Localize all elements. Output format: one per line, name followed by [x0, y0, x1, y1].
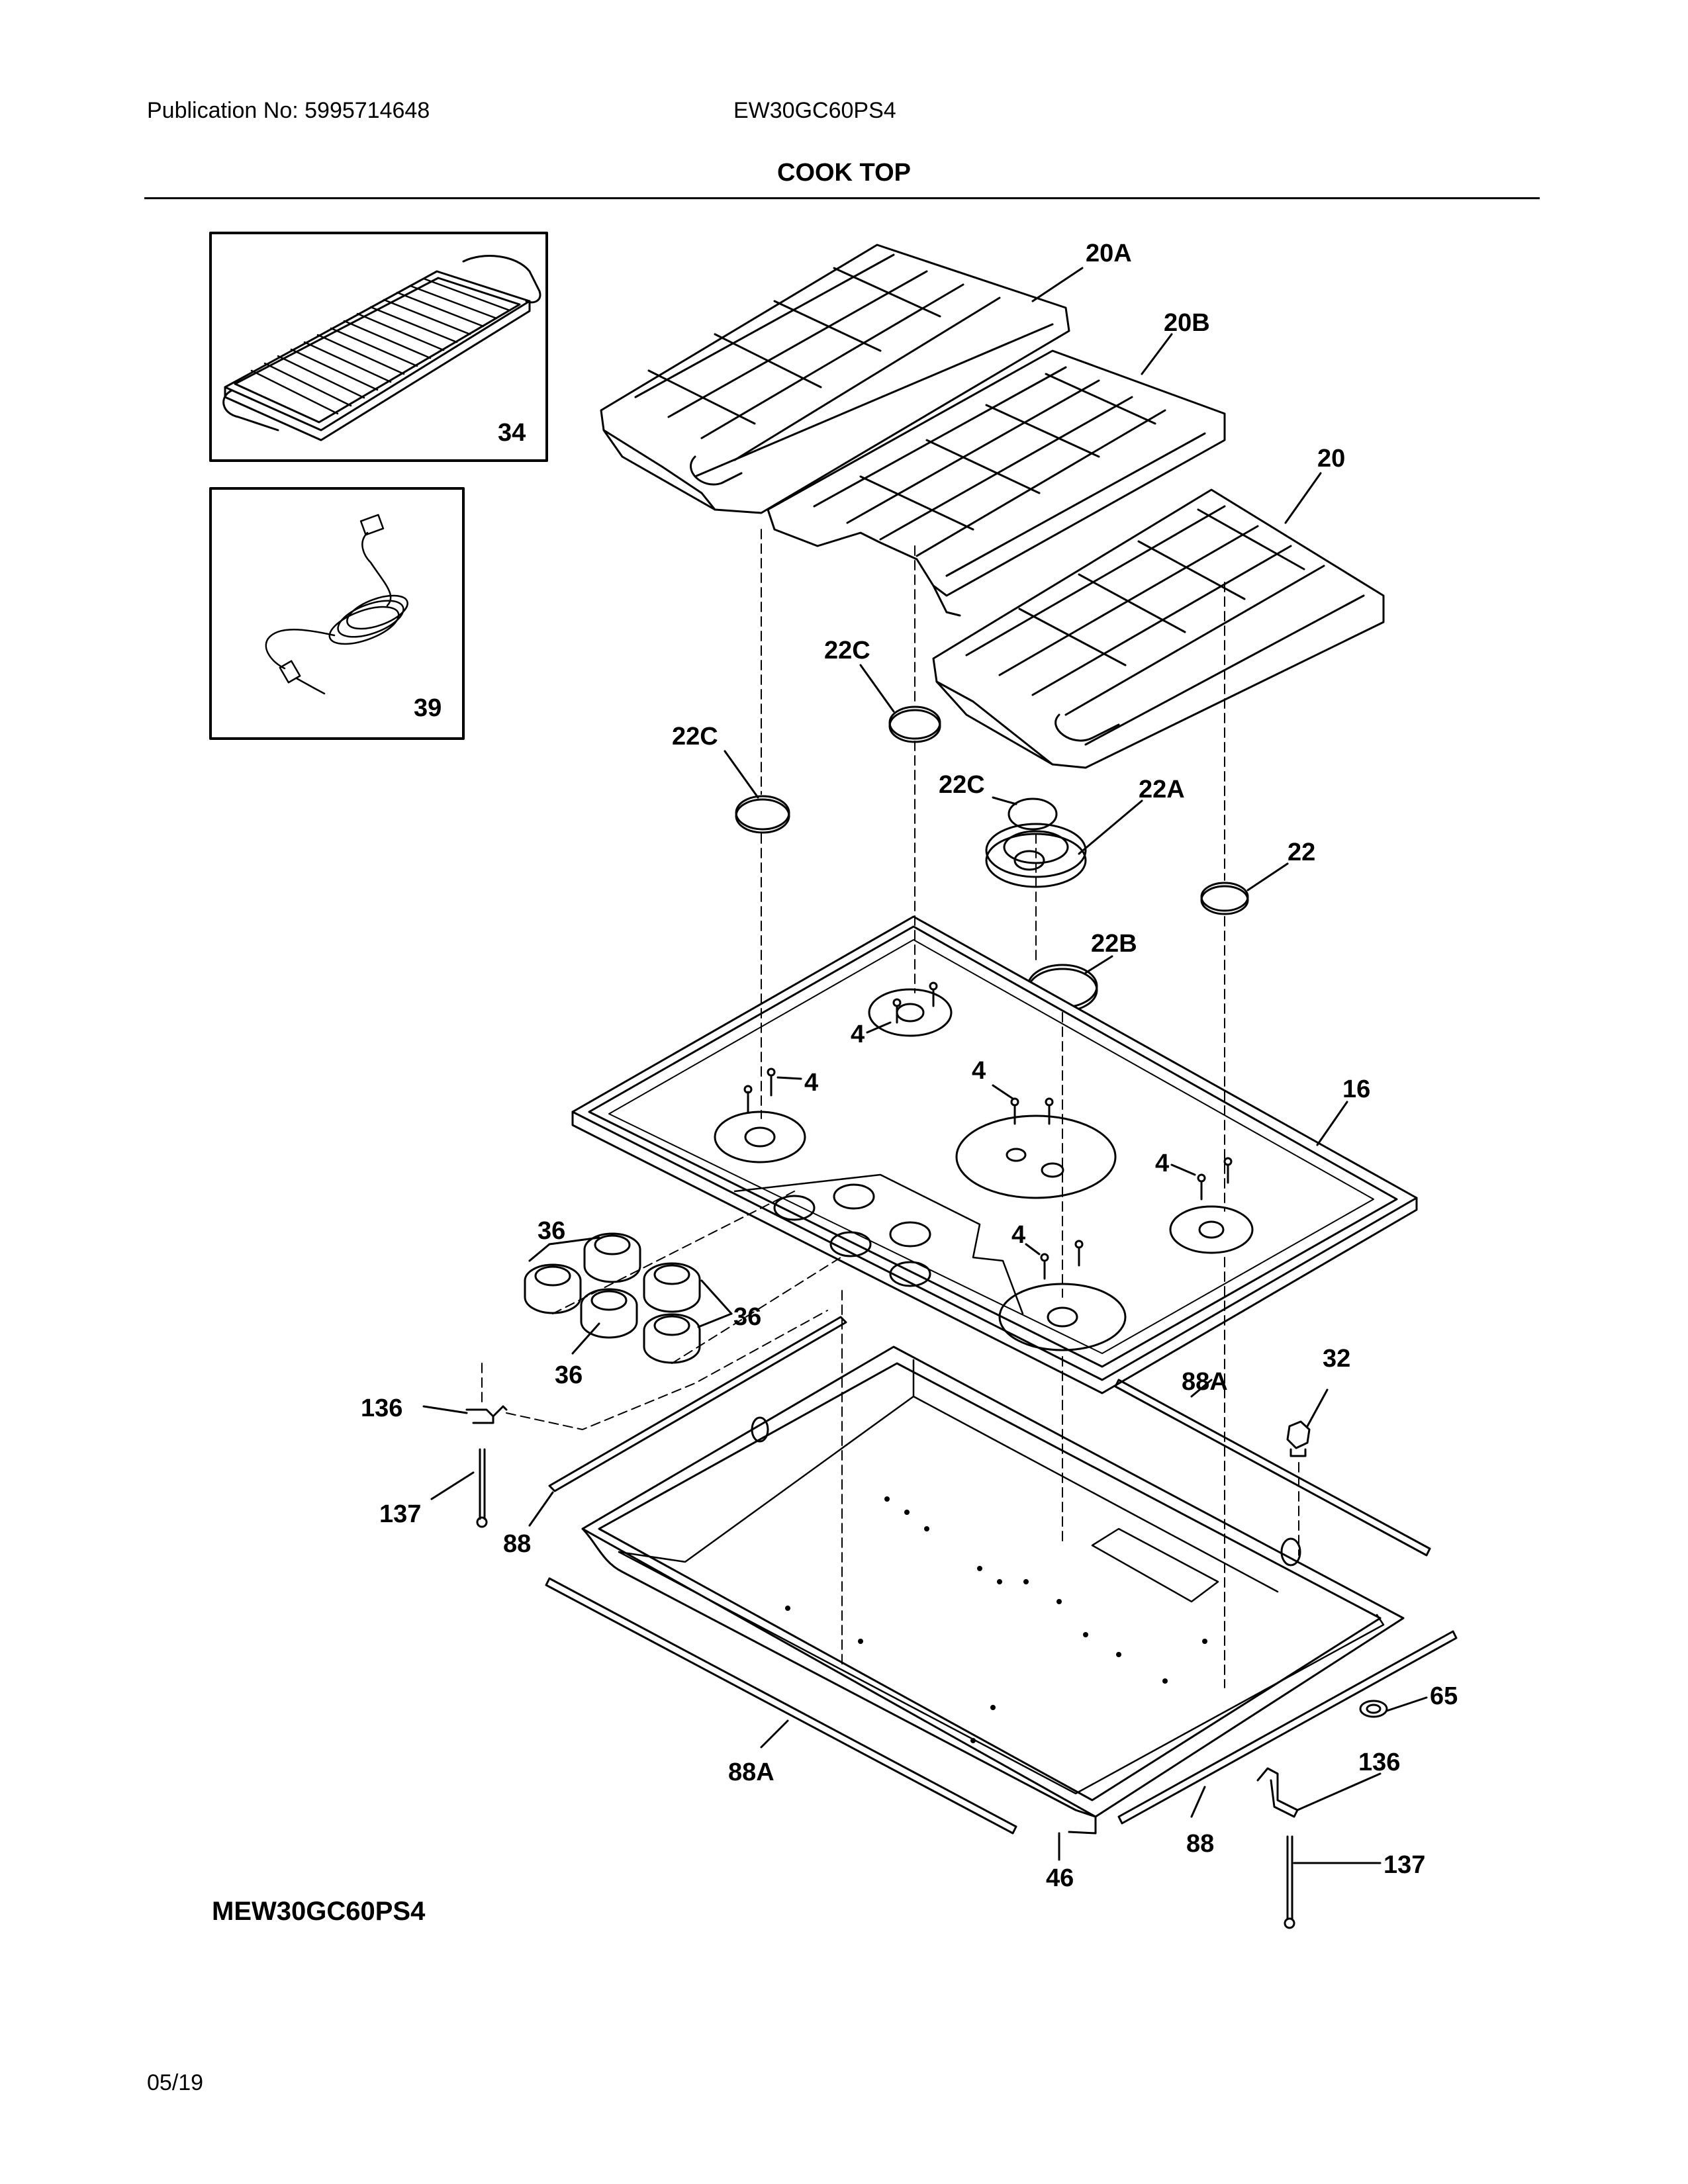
- part-label-22C-left: 22C: [672, 723, 718, 751]
- grommet-65: [1359, 1700, 1388, 1718]
- part-label-36-a: 36: [538, 1217, 565, 1245]
- bracket-136-right: [1256, 1767, 1299, 1818]
- orifice-32: [1286, 1420, 1311, 1457]
- publication-date: 05/19: [147, 2070, 204, 2095]
- leader-lines: [422, 267, 1428, 1864]
- model-number: EW30GC60PS4: [733, 98, 896, 123]
- part-label-20A: 20A: [1086, 240, 1132, 267]
- part-label-22C-middle: 22C: [824, 637, 870, 664]
- part-label-88-front: 88: [1186, 1830, 1214, 1858]
- part-label-46: 46: [1046, 1864, 1074, 1892]
- power-cord-drawing: [265, 514, 408, 695]
- part-label-65: 65: [1430, 1682, 1458, 1710]
- part-label-22A: 22A: [1139, 776, 1185, 803]
- cap-22C-middle: [888, 705, 941, 740]
- part-label-16: 16: [1342, 1075, 1370, 1103]
- screws-4: [743, 981, 1233, 1280]
- part-label-34: 34: [498, 419, 526, 447]
- part-label-36-b: 36: [733, 1303, 761, 1331]
- part-label-136-right: 136: [1358, 1749, 1400, 1776]
- burner-box-46: [581, 1345, 1405, 1835]
- part-label-22B: 22B: [1091, 930, 1137, 958]
- cap-22C-left: [735, 795, 790, 831]
- part-label-22C-center: 22C: [939, 771, 985, 799]
- grate-right-20: [932, 488, 1385, 769]
- griddle-drawing: [222, 255, 541, 441]
- part-label-88A-right: 88A: [1182, 1368, 1228, 1396]
- part-label-4-d: 4: [1155, 1150, 1169, 1177]
- publication-number: Publication No: 5995714648: [147, 98, 430, 123]
- grate-left-20A: [600, 244, 1070, 514]
- part-label-22: 22: [1288, 839, 1315, 866]
- header-divider: [144, 197, 1540, 199]
- part-label-4-e: 4: [1011, 1221, 1025, 1249]
- part-label-20B: 20B: [1164, 309, 1210, 337]
- trim-strips: [545, 1316, 1458, 1835]
- part-label-136-left: 136: [361, 1394, 402, 1422]
- part-label-39: 39: [414, 694, 442, 722]
- part-label-20: 20: [1317, 445, 1345, 473]
- box-holes: [785, 1496, 1207, 1743]
- part-label-4-a: 4: [851, 1021, 865, 1048]
- footer-model-number: MEW30GC60PS4: [212, 1897, 426, 1926]
- part-label-137-left: 137: [379, 1500, 421, 1528]
- cooktop-surface-16: [571, 915, 1418, 1394]
- burner-caps: [735, 705, 1249, 1013]
- part-label-32: 32: [1323, 1345, 1350, 1373]
- trim-88A-right: [1114, 1379, 1431, 1557]
- trim-88-left: [548, 1316, 847, 1492]
- griddle-inset: 34: [209, 232, 548, 462]
- trim-88-front: [1117, 1630, 1458, 1825]
- part-label-88A-front: 88A: [728, 1758, 774, 1786]
- assembly-guide-lines: [481, 529, 1299, 1688]
- part-label-88-left: 88: [503, 1530, 531, 1558]
- trim-88A-front: [545, 1577, 1017, 1835]
- part-label-4-c: 4: [972, 1057, 986, 1085]
- cap-22C-center: [1008, 797, 1058, 831]
- control-knobs-36: [524, 1232, 701, 1364]
- bracket-136-left: [465, 1405, 508, 1424]
- screw-137-left: [476, 1448, 488, 1528]
- part-label-137-right: 137: [1383, 1851, 1425, 1879]
- cord-inset: 39: [209, 487, 465, 740]
- part-label-36-c: 36: [555, 1361, 583, 1389]
- section-title: COOK TOP: [777, 159, 911, 187]
- screw-137-right: [1284, 1835, 1295, 1929]
- grate-middle-20B: [767, 349, 1226, 617]
- part-label-4-b: 4: [804, 1069, 818, 1097]
